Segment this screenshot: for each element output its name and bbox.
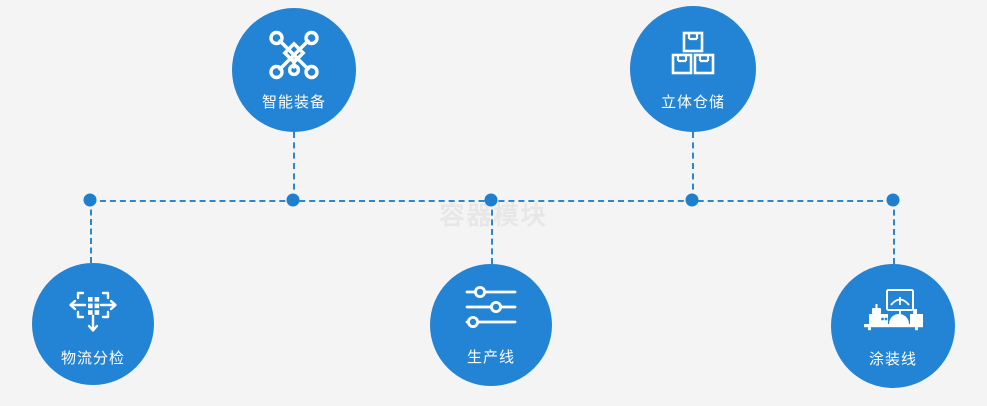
node-network-icon — [267, 30, 321, 80]
bubble-logistics[interactable]: 物流分检 — [32, 263, 154, 385]
sliders-icon — [463, 285, 519, 330]
bubble-production[interactable]: 生产线 — [430, 264, 552, 386]
spine-node-equipment[interactable] — [286, 193, 300, 207]
spine-node-production[interactable] — [484, 193, 498, 207]
bubble-label-production: 生产线 — [466, 348, 515, 366]
stacked-boxes-icon — [669, 30, 717, 78]
bubble-label-warehouse: 立体仓储 — [660, 93, 725, 111]
stem-production — [491, 200, 493, 264]
stem-logistics — [90, 200, 92, 263]
bubble-label-equipment: 智能装备 — [261, 94, 326, 111]
bubble-label-logistics: 物流分检 — [60, 349, 125, 367]
stem-equipment — [293, 132, 295, 200]
spine-node-coating[interactable] — [886, 193, 900, 207]
bubble-equipment[interactable]: 智能装备 — [232, 8, 356, 132]
bubble-warehouse[interactable]: 立体仓储 — [630, 6, 756, 132]
bubble-coating[interactable]: 涂装线 — [831, 264, 955, 388]
coating-machine-icon — [860, 288, 926, 334]
spine-node-logistics[interactable] — [83, 193, 97, 207]
bubble-label-coating: 涂装线 — [868, 350, 917, 368]
sorting-arrows-icon — [65, 283, 121, 335]
spine-node-warehouse[interactable] — [685, 193, 699, 207]
stem-coating — [893, 200, 895, 264]
stem-warehouse — [692, 132, 694, 200]
